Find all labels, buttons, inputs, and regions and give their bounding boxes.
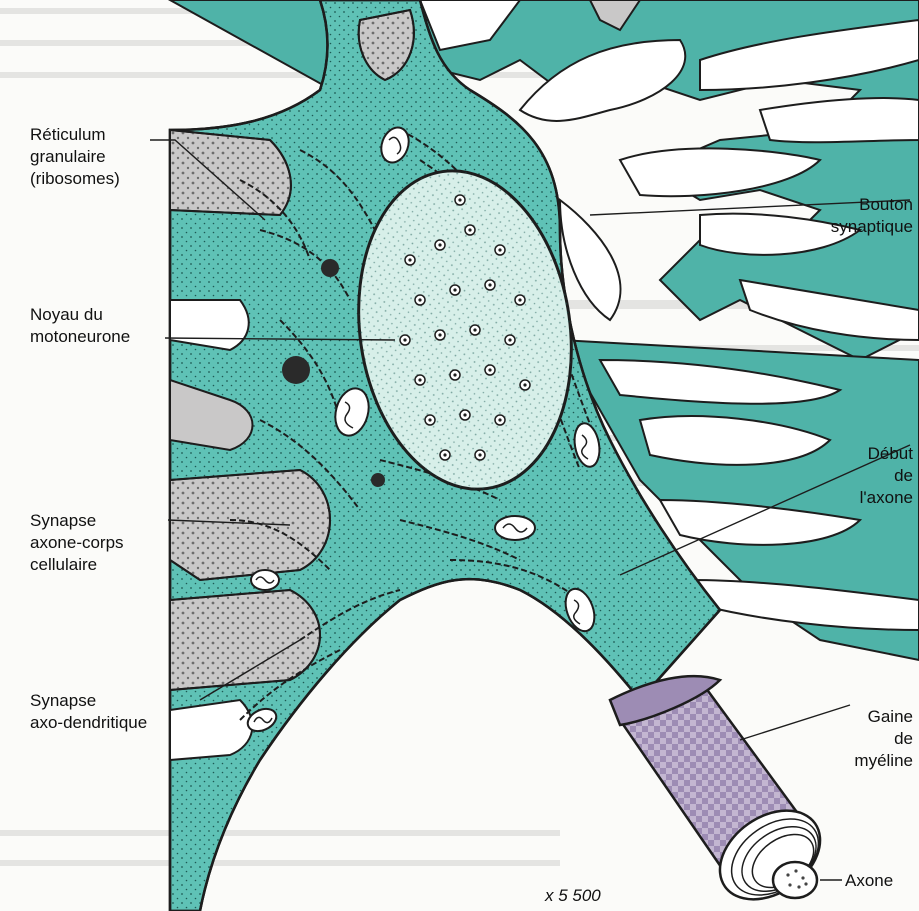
label-debut-axone: Début de l'axone bbox=[860, 443, 913, 509]
label-gaine-myeline: Gaine de myéline bbox=[854, 706, 913, 772]
label-reticulum-granulaire: Réticulum granulaire (ribosomes) bbox=[30, 124, 120, 190]
magnification-scale: x 5 500 bbox=[545, 885, 601, 907]
myelin-sheath bbox=[610, 676, 837, 911]
label-synapse-axone-corps: Synapse axone-corps cellulaire bbox=[30, 510, 124, 576]
label-noyau-motoneurone: Noyau du motoneurone bbox=[30, 304, 130, 348]
label-bouton-synaptique: Bouton synaptique bbox=[831, 194, 913, 238]
label-axone: Axone bbox=[845, 870, 893, 892]
label-synapse-axo-dendritique: Synapse axo-dendritique bbox=[30, 690, 147, 734]
